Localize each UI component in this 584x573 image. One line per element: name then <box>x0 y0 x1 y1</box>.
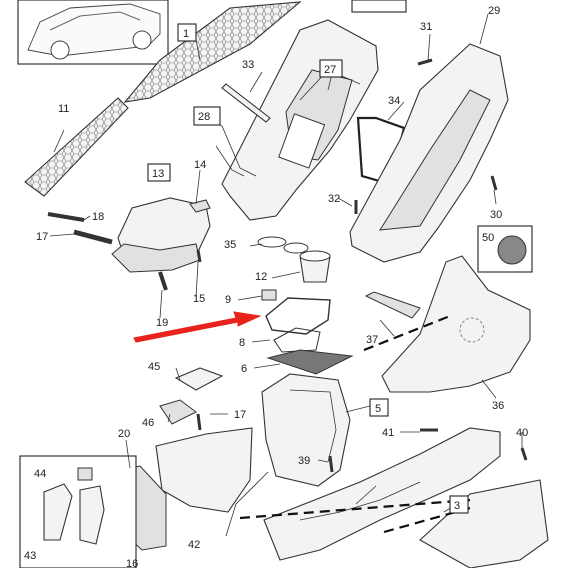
rear-console-frame-29 <box>349 43 509 263</box>
label-6: 6 <box>241 363 247 375</box>
label-50: 50 <box>482 232 494 244</box>
label-13: 13 <box>152 168 164 180</box>
label-43: 43 <box>24 550 36 562</box>
storage-bin-5 <box>261 373 351 487</box>
box-13 <box>147 163 171 182</box>
box-28 <box>193 106 221 126</box>
assembly-dash-lines <box>239 314 471 534</box>
clip-14 <box>189 199 211 213</box>
callout-arrows <box>215 145 377 537</box>
label-3: 3 <box>454 500 460 512</box>
label-31: 31 <box>420 21 432 33</box>
panel-37 <box>364 291 421 319</box>
tray-45 <box>174 367 224 391</box>
label-46: 46 <box>142 417 154 429</box>
label-32: 32 <box>328 193 340 205</box>
trim-strip-33 <box>221 83 271 123</box>
vehicle-thumbnail <box>17 0 169 65</box>
side-panel-42 <box>155 427 253 513</box>
leader-lines <box>49 13 523 513</box>
label-14: 14 <box>194 159 206 171</box>
label-36: 36 <box>492 400 504 412</box>
console-carrier <box>263 427 501 561</box>
cup-holder-12 <box>299 250 331 283</box>
label-8: 8 <box>239 337 245 349</box>
label-12: 12 <box>255 271 267 283</box>
screw-30 <box>490 175 498 191</box>
pin-19 <box>158 271 168 291</box>
screw-40 <box>520 447 528 461</box>
hinge-pin-18 <box>47 212 85 222</box>
box-3 <box>449 495 469 514</box>
highlight-arrow <box>133 311 262 343</box>
label-41: 41 <box>382 427 394 439</box>
label-37: 37 <box>366 334 378 346</box>
label-19: 19 <box>156 317 168 329</box>
hinge-pin-17 <box>73 229 113 245</box>
label-30: 30 <box>490 209 502 221</box>
pad-6 <box>266 349 354 375</box>
label-20: 20 <box>118 428 130 440</box>
label-11: 11 <box>58 103 69 115</box>
label-45: 45 <box>148 361 160 373</box>
box-1 <box>177 23 197 42</box>
clip-9 <box>261 289 277 301</box>
label-35: 35 <box>224 239 236 251</box>
label-34: 34 <box>388 95 400 107</box>
label-42: 42 <box>188 539 200 551</box>
badge-50 <box>477 225 533 273</box>
box-5 <box>369 398 389 417</box>
screw-17b <box>196 413 202 431</box>
screw-39 <box>328 455 334 473</box>
label-16: 16 <box>126 558 138 568</box>
console-frame-27 <box>221 19 379 221</box>
rear-trim-36 <box>381 255 531 393</box>
bracket-46 <box>159 399 197 425</box>
screw-31 <box>417 58 433 66</box>
label-1: 1 <box>183 28 189 40</box>
label-27: 27 <box>324 64 336 76</box>
label-17b: 17 <box>234 409 246 421</box>
screw-15 <box>196 249 202 263</box>
label-39: 39 <box>298 455 310 467</box>
label-28: 28 <box>198 111 210 123</box>
label-5: 5 <box>375 403 381 415</box>
label-17a: 17 <box>36 231 48 243</box>
insert-mat-8 <box>265 297 331 353</box>
top-reference-box <box>351 0 407 13</box>
label-18: 18 <box>92 211 104 223</box>
label-44: 44 <box>34 468 46 480</box>
label-33: 33 <box>242 59 254 71</box>
box-27 <box>319 59 343 78</box>
trim-panel-11 <box>24 1 302 197</box>
inset-43-44 <box>19 455 137 569</box>
label-40: 40 <box>516 427 528 439</box>
label-29: 29 <box>488 5 500 17</box>
label-15: 15 <box>193 293 205 305</box>
rings-35 <box>257 236 309 254</box>
label-9: 9 <box>225 294 231 306</box>
